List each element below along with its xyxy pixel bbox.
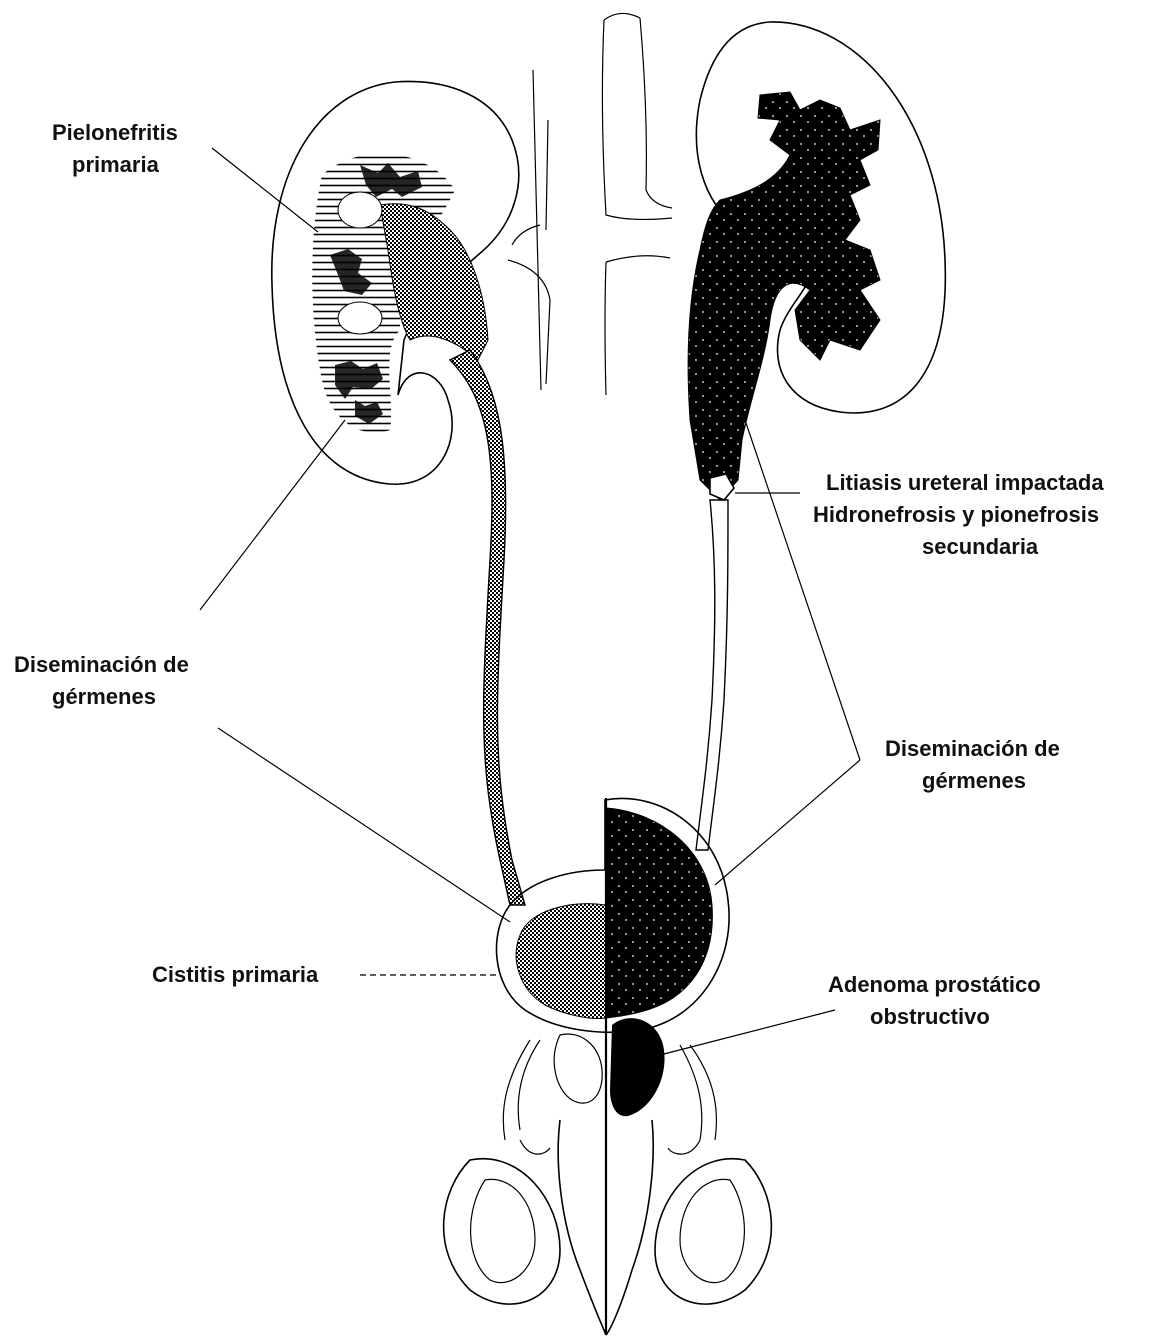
label-litiasis-line2: Hidronefrosis y pionefrosis — [813, 502, 1099, 527]
right-kidney — [688, 22, 945, 500]
spine-outline — [508, 13, 672, 395]
left-kidney — [272, 81, 519, 484]
external-genitalia-outline — [444, 1040, 772, 1335]
label-diseminacion-left: Diseminación de gérmenes — [14, 652, 189, 709]
label-diseminacion-left-line1: Diseminación de — [14, 652, 189, 677]
label-diseminacion-right: Diseminación de gérmenes — [885, 736, 1060, 793]
label-adenoma-line2: obstructivo — [870, 1004, 990, 1029]
label-diseminacion-right-line2: gérmenes — [922, 768, 1026, 793]
label-litiasis-line1: Litiasis ureteral impactada — [826, 470, 1104, 495]
label-pielonefritis: Pielonefritis primaria — [52, 120, 178, 177]
left-ureter — [450, 350, 525, 905]
label-adenoma-line1: Adenoma prostático — [828, 972, 1041, 997]
label-pielonefritis-line1: Pielonefritis — [52, 120, 178, 145]
label-litiasis: Litiasis ureteral impactada Hidronefrosi… — [813, 470, 1104, 559]
label-diseminacion-right-line1: Diseminación de — [885, 736, 1060, 761]
label-cistitis: Cistitis primaria — [152, 962, 319, 987]
label-litiasis-line3: secundaria — [922, 534, 1039, 559]
label-pielonefritis-line2: primaria — [72, 152, 160, 177]
label-cistitis-text: Cistitis primaria — [152, 962, 319, 987]
right-ureter — [696, 500, 728, 850]
label-diseminacion-left-line2: gérmenes — [52, 684, 156, 709]
label-adenoma: Adenoma prostático obstructivo — [828, 972, 1041, 1029]
